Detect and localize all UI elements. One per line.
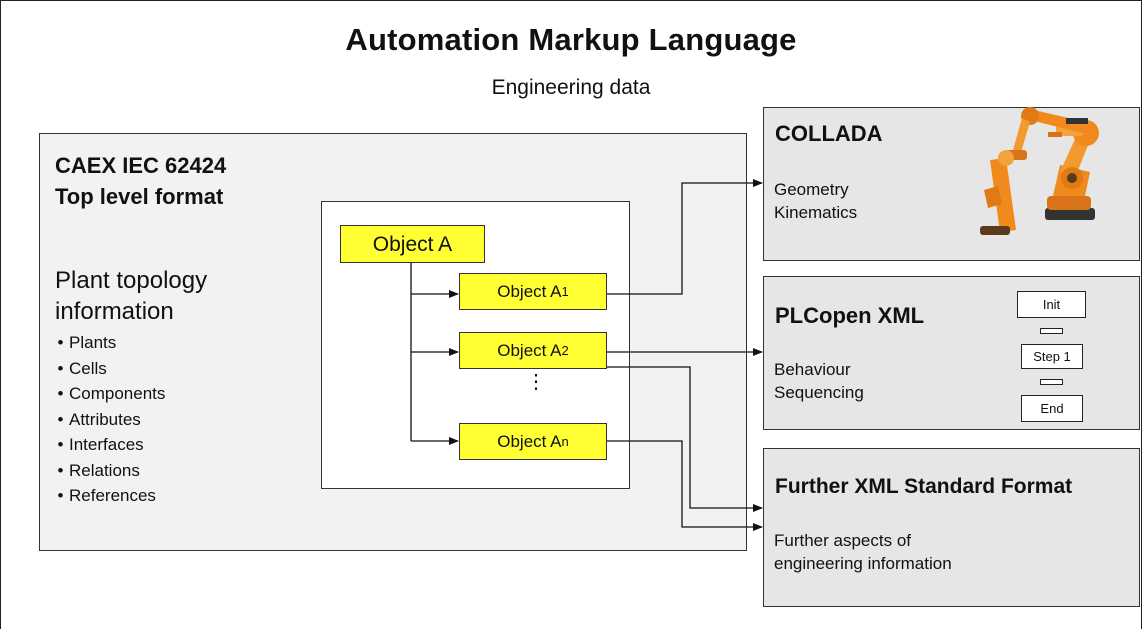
plcopen-title: PLCopen XML — [775, 303, 925, 328]
plcopen-text: Behaviour Sequencing — [774, 358, 864, 404]
diagram-title: Automation Markup Language — [345, 22, 797, 57]
sfc-step-1: Step 1 — [1021, 344, 1083, 369]
collada-line2: Kinematics — [774, 203, 858, 222]
collada-title: COLLADA — [775, 121, 883, 146]
list-item: Components — [52, 381, 165, 407]
object-a2-label: Object A — [497, 341, 562, 360]
plant-topology-heading: Plant topology information — [55, 265, 207, 327]
list-item: Cells — [52, 356, 165, 382]
plant-topology-line1: Plant topology — [55, 267, 208, 294]
list-item: References — [52, 483, 165, 509]
object-a-node: Object A — [340, 225, 485, 263]
further-xml-line2: engineering information — [774, 554, 952, 573]
object-an-label: Object A — [497, 432, 562, 451]
list-item: Interfaces — [52, 432, 165, 458]
further-xml-line1: Further aspects of — [774, 531, 912, 550]
plcopen-line1: Behaviour — [774, 360, 851, 379]
list-item: Attributes — [52, 407, 165, 433]
further-xml-title: Further XML Standard Format — [775, 475, 1073, 498]
sfc-transition — [1040, 379, 1063, 385]
list-item: Relations — [52, 458, 165, 484]
caex-title-line2: Top level format — [55, 184, 224, 209]
caex-title: CAEX IEC 62424 Top level format — [55, 150, 226, 212]
object-a1-label: Object A — [497, 282, 562, 301]
sfc-init-step: Init — [1017, 291, 1086, 318]
sfc-end-step: End — [1021, 395, 1083, 422]
caex-title-line1: CAEX IEC 62424 — [55, 153, 227, 178]
further-xml-text: Further aspects of engineering informati… — [774, 529, 952, 575]
ellipsis: ⋮ — [526, 371, 546, 393]
sfc-transition — [1040, 328, 1063, 334]
plant-topology-line2: information — [55, 298, 174, 325]
list-item: Plants — [52, 330, 165, 356]
plcopen-line2: Sequencing — [774, 383, 864, 402]
further-xml-panel — [763, 448, 1140, 607]
collada-line1: Geometry — [774, 180, 849, 199]
diagram-subtitle: Engineering data — [491, 76, 651, 99]
collada-text: Geometry Kinematics — [774, 178, 857, 224]
plant-topology-list: Plants Cells Components Attributes Inter… — [52, 330, 165, 509]
